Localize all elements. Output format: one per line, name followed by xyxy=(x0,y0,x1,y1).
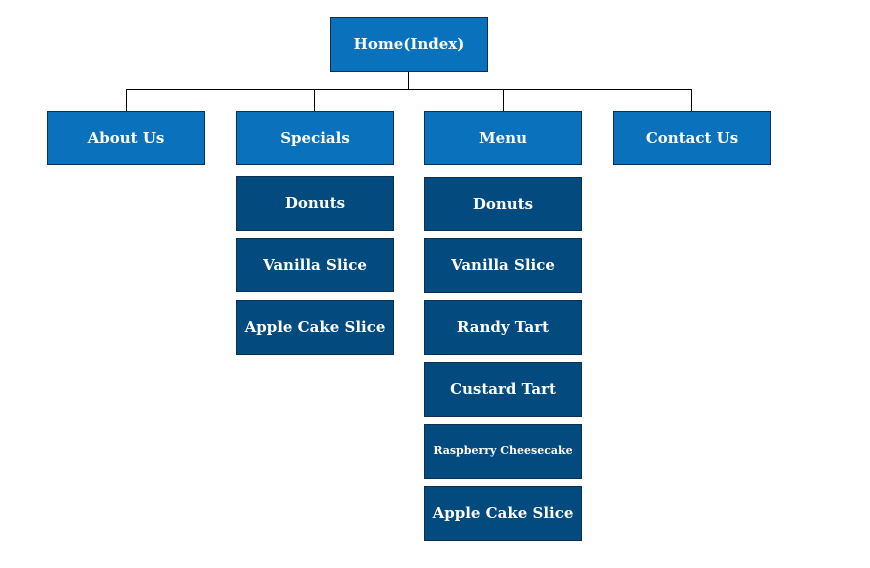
node-specials: Specials xyxy=(236,111,394,165)
connector-line xyxy=(126,89,127,111)
node-menu-custard-tart: Custard Tart xyxy=(424,362,582,417)
node-menu-donuts: Donuts xyxy=(424,177,582,231)
node-menu-apple-cake-slice: Apple Cake Slice xyxy=(424,486,582,541)
node-about-us: About Us xyxy=(47,111,205,165)
node-specials-donuts: Donuts xyxy=(236,176,394,231)
node-menu-raspberry-cheesecake: Raspberry Cheesecake xyxy=(424,424,582,479)
node-menu-randy-tart: Randy Tart xyxy=(424,300,582,355)
connector-line xyxy=(503,89,504,111)
node-home: Home(Index) xyxy=(330,17,488,72)
node-specials-apple-cake-slice: Apple Cake Slice xyxy=(236,300,394,355)
connector-line xyxy=(314,89,315,111)
connector-line xyxy=(691,89,692,111)
node-contact-us: Contact Us xyxy=(613,111,771,165)
connector-line xyxy=(126,89,692,90)
node-specials-vanilla-slice: Vanilla Slice xyxy=(236,238,394,292)
node-menu-vanilla-slice: Vanilla Slice xyxy=(424,238,582,293)
node-menu: Menu xyxy=(424,111,582,165)
connector-line xyxy=(408,72,409,89)
